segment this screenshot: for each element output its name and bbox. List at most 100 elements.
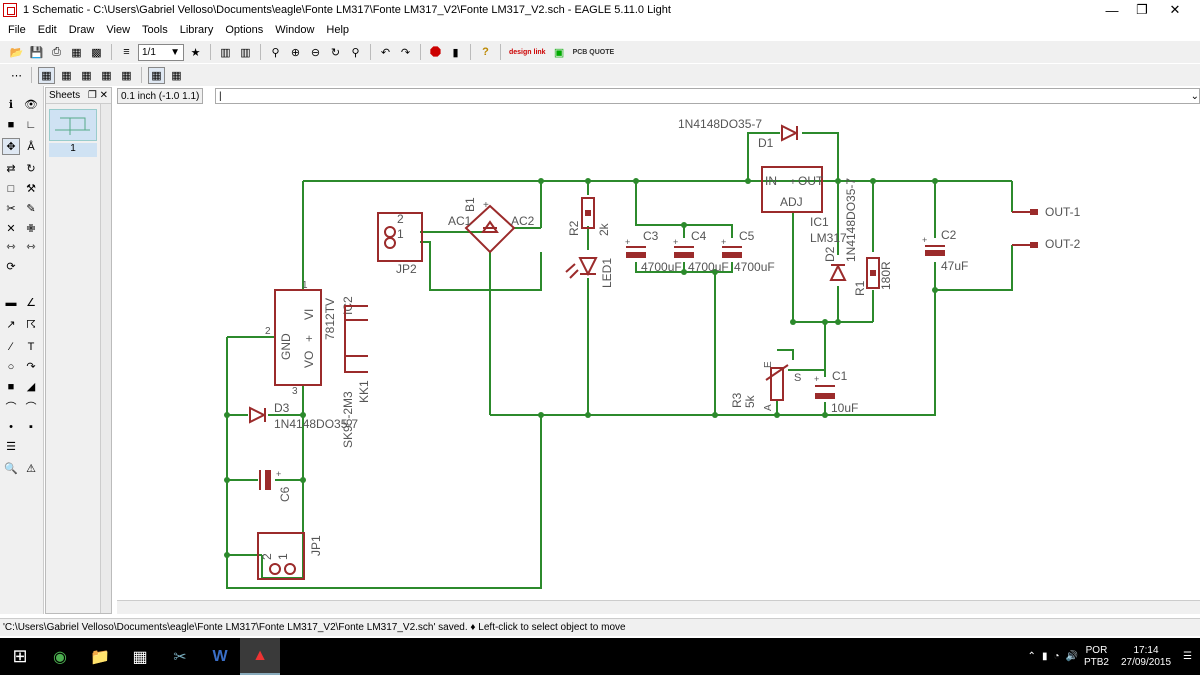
close-icon[interactable]: ❐ ✕: [87, 90, 108, 101]
zoom-fit-icon[interactable]: ⚲: [271, 46, 280, 59]
ratsnest-icon[interactable]: ☈: [26, 319, 36, 331]
help-icon[interactable]: ?: [482, 46, 489, 58]
mirror-tool-icon[interactable]: ⇄: [6, 163, 16, 175]
c5-capacitor[interactable]: [722, 246, 742, 258]
attribute-icon[interactable]: ☰: [6, 441, 16, 453]
undo-icon[interactable]: ↶: [380, 46, 391, 59]
delete-icon[interactable]: ✕: [6, 223, 16, 235]
d2-diode[interactable]: [829, 263, 847, 281]
ulp-icon[interactable]: ▥: [240, 46, 251, 59]
close-button[interactable]: ✕: [1169, 2, 1181, 17]
align-5-icon[interactable]: ▦: [121, 69, 132, 82]
battery-icon[interactable]: ▮: [1041, 651, 1048, 662]
out1-pin[interactable]: [1012, 209, 1038, 215]
menu-tools[interactable]: Tools: [142, 24, 168, 36]
rotate-icon[interactable]: ↻: [26, 163, 36, 175]
c3-capacitor[interactable]: [626, 246, 646, 258]
b1-bridge[interactable]: [464, 204, 516, 254]
clock[interactable]: 17:14 27/09/2015: [1121, 645, 1171, 669]
schematic-canvas[interactable]: 1N4148DO35-7 D1 IN + OUT ADJ IC1 LM317 D…: [117, 104, 1200, 600]
r2-resistor[interactable]: [581, 197, 595, 229]
sheet-select[interactable]: 1/1▼: [138, 43, 184, 61]
zoom-select-icon[interactable]: ⚲: [351, 46, 360, 59]
minimize-button[interactable]: —: [1105, 2, 1119, 18]
jp1-connector[interactable]: [257, 532, 305, 580]
bus-icon[interactable]: ⌒: [5, 401, 17, 414]
show-icon[interactable]: 👁: [24, 99, 38, 111]
network-icon[interactable]: ◔: [1053, 651, 1060, 662]
redo-icon[interactable]: ↷: [400, 46, 411, 59]
c6-capacitor[interactable]: [259, 470, 271, 490]
mirror-icon[interactable]: ▦: [148, 66, 165, 84]
menu-draw[interactable]: Draw: [68, 24, 95, 36]
zoom-out-icon[interactable]: ⊖: [310, 46, 321, 59]
snipping-tool-icon[interactable]: ✂: [173, 648, 187, 666]
align-2-icon[interactable]: ▦: [61, 69, 72, 82]
menu-view[interactable]: View: [106, 24, 131, 36]
notification-icon[interactable]: ☰: [1183, 651, 1192, 662]
text-icon[interactable]: T: [27, 340, 35, 353]
c1-capacitor[interactable]: [815, 385, 835, 399]
scr-icon[interactable]: ▥: [220, 46, 231, 59]
menu-help[interactable]: Help: [326, 24, 350, 36]
sheets-scrollbar[interactable]: [100, 104, 111, 613]
wire-icon[interactable]: ∕: [10, 340, 12, 353]
split-icon[interactable]: ▬: [5, 296, 17, 309]
kk1-heatsink[interactable]: [344, 305, 368, 373]
design-link-logo[interactable]: design link: [509, 48, 546, 56]
command-input[interactable]: | ⌄: [215, 88, 1200, 104]
mark-icon[interactable]: ∟: [25, 118, 37, 131]
restore-button[interactable]: ❐: [1136, 2, 1148, 17]
menu-file[interactable]: File: [8, 24, 26, 36]
menu-window[interactable]: Window: [275, 24, 315, 36]
net-icon[interactable]: ⌒: [25, 401, 37, 414]
align-4-icon[interactable]: ▦: [101, 69, 112, 82]
paste-icon[interactable]: ✂: [6, 203, 16, 215]
arc-icon[interactable]: ↷: [26, 361, 36, 373]
menu-options[interactable]: Options: [225, 24, 264, 36]
ic2-regulator[interactable]: [274, 289, 322, 386]
label-icon[interactable]: ▪: [29, 420, 33, 433]
c4-capacitor[interactable]: [674, 246, 694, 258]
use-library-icon[interactable]: ★: [190, 46, 201, 59]
board-icon[interactable]: ▩: [91, 46, 102, 59]
jp2-connector[interactable]: [377, 212, 423, 262]
replace-icon[interactable]: ⟳: [6, 261, 16, 273]
stop-icon[interactable]: ⯃: [429, 43, 442, 60]
cam-icon[interactable]: ▦: [71, 46, 82, 59]
miter-icon[interactable]: ∠: [26, 297, 36, 309]
language-indicator[interactable]: POR PTB2: [1084, 645, 1109, 669]
redraw-icon[interactable]: ↻: [330, 46, 341, 59]
junction-icon[interactable]: •: [9, 420, 13, 433]
out2-pin[interactable]: [1012, 242, 1038, 248]
volume-icon[interactable]: 🔊: [1065, 651, 1078, 662]
file-explorer-icon[interactable]: 📁: [90, 648, 110, 666]
erc-icon[interactable]: 🔍: [4, 463, 18, 475]
pcb-quote-icon[interactable]: ▣: [553, 46, 565, 59]
move-icon[interactable]: ✥: [2, 138, 20, 155]
mirror-2-icon[interactable]: ▦: [171, 69, 182, 82]
d1-diode[interactable]: [781, 124, 799, 142]
sheet-number[interactable]: 1: [49, 143, 97, 157]
menu-edit[interactable]: Edit: [37, 24, 57, 36]
eagle-taskbar-icon[interactable]: ▲: [240, 638, 280, 675]
horizontal-scrollbar[interactable]: [117, 600, 1200, 614]
smash-icon[interactable]: ↗: [6, 319, 16, 331]
pinswap-icon[interactable]: ⇿: [6, 241, 16, 253]
align-3-icon[interactable]: ▦: [81, 69, 92, 82]
pencil-icon[interactable]: ✎: [26, 203, 36, 215]
d3-diode[interactable]: [249, 406, 267, 424]
print-icon[interactable]: ⎙: [52, 45, 61, 58]
rect-icon[interactable]: ■: [7, 380, 15, 393]
script-icon[interactable]: ≡: [123, 46, 130, 58]
zoom-in-icon[interactable]: ⊕: [290, 46, 301, 59]
gateswap-icon[interactable]: ⇿: [26, 241, 36, 253]
add-icon[interactable]: ✙: [26, 223, 36, 235]
chevron-up-icon[interactable]: ⌃: [1027, 651, 1036, 662]
start-button[interactable]: ⊞: [12, 646, 28, 666]
open-icon[interactable]: 📂: [9, 46, 24, 59]
copy-icon[interactable]: Å: [27, 140, 35, 153]
polygon-icon[interactable]: ◢: [26, 381, 36, 393]
circle-icon[interactable]: ○: [7, 360, 15, 373]
c2-capacitor[interactable]: [925, 245, 945, 256]
